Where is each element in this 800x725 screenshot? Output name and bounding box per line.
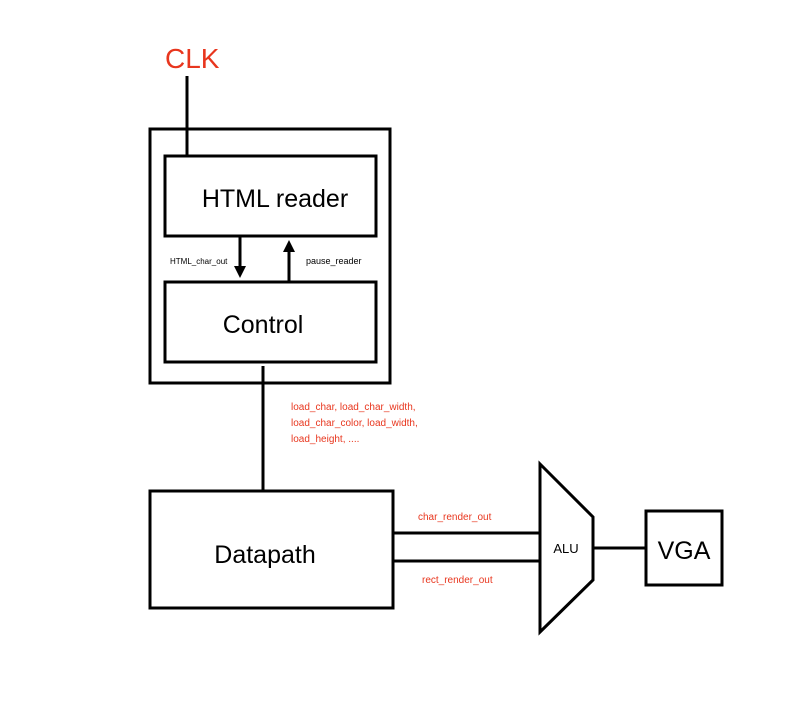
alu-block bbox=[538, 460, 595, 636]
html-char-out-label: HTML_char_out bbox=[170, 257, 228, 266]
control-signals-line-1: load_char, load_char_width, bbox=[291, 402, 416, 413]
html-reader-block bbox=[163, 154, 378, 238]
pause-reader-label: pause_reader bbox=[306, 256, 362, 266]
datapath-label: Datapath bbox=[214, 541, 315, 569]
datapath-block bbox=[148, 489, 395, 610]
control-signals-line-3: load_height, .... bbox=[291, 434, 359, 445]
alu-label: ALU bbox=[553, 541, 578, 556]
control-block bbox=[163, 280, 378, 364]
rect-render-out-label: rect_render_out bbox=[422, 575, 493, 586]
vga-block bbox=[644, 509, 724, 587]
clk-label: CLK bbox=[165, 43, 220, 74]
vga-label: VGA bbox=[658, 537, 711, 565]
control-signals-line-2: load_char_color, load_width, bbox=[291, 418, 418, 429]
control-signals-label: load_char, load_char_width, load_char_co… bbox=[291, 402, 421, 445]
char-render-out-label: char_render_out bbox=[418, 512, 492, 523]
reader-control-container bbox=[148, 127, 392, 385]
control-label: Control bbox=[223, 311, 304, 339]
html-reader-label: HTML reader bbox=[202, 185, 348, 213]
